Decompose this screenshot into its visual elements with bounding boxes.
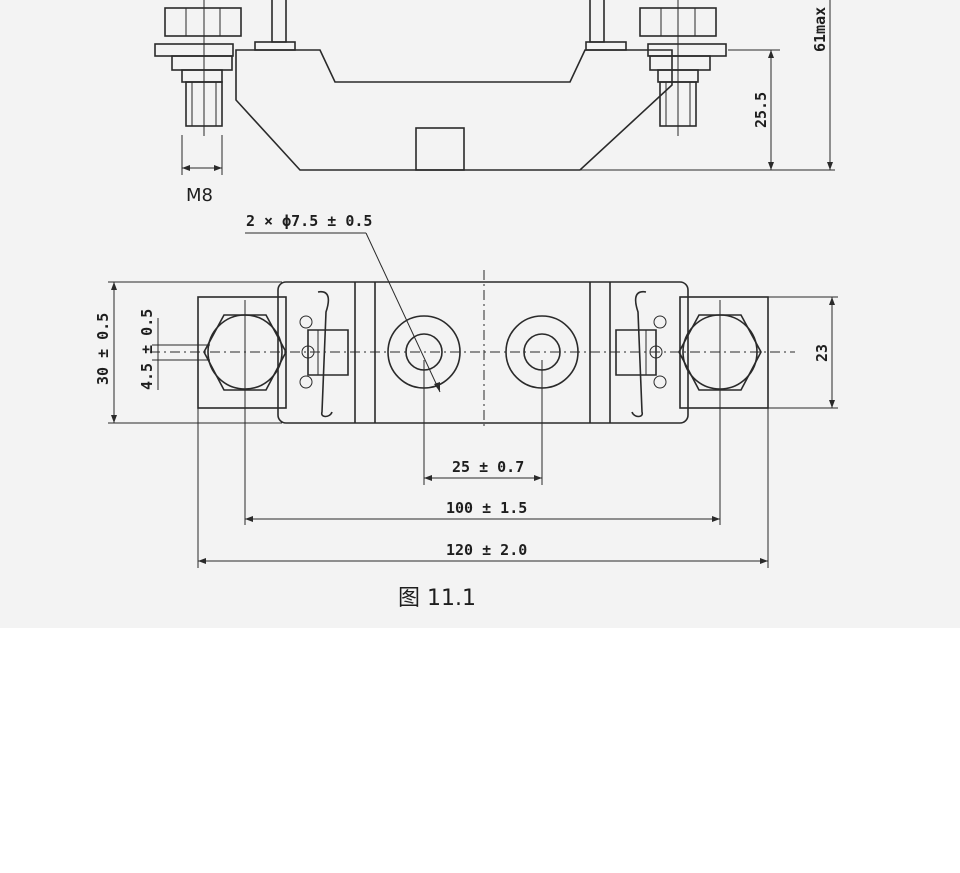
right-clip-side [589, 0, 605, 43]
top-view: 2 × ϕ7.5 ± 0.5 30 ± 0.5 4.5 ± 0.5 [94, 212, 838, 568]
offset-dimension: 4.5 ± 0.5 [138, 309, 210, 390]
offset-label: 4.5 ± 0.5 [138, 309, 156, 390]
right-bolt [639, 0, 727, 136]
left-bolt [154, 0, 242, 136]
span-120-dimension: 120 ± 2.0 [197, 408, 769, 568]
height-dimensions: 25.5 61max [580, 0, 835, 171]
left-hex-nut [203, 300, 287, 405]
right-clip-foot [585, 41, 627, 51]
drawing-area [0, 0, 960, 628]
side-view-tab [415, 127, 465, 171]
height-base-label: 25.5 [752, 92, 770, 128]
span-120-label: 120 ± 2.0 [446, 541, 527, 559]
left-clip-foot [254, 41, 296, 51]
left-clip-side [271, 0, 287, 43]
span-100-dimension: 100 ± 1.5 [244, 390, 721, 525]
width-23-dimension: 23 [768, 296, 838, 409]
right-spring-clip [615, 290, 667, 418]
width-30-dimension: 30 ± 0.5 [94, 281, 282, 424]
pitch-dimension: 25 ± 0.7 [423, 360, 543, 485]
pitch-label: 25 ± 0.7 [452, 458, 524, 476]
figure-caption: 图 11.1 [398, 586, 476, 611]
hole-spec-leader: 2 × ϕ7.5 ± 0.5 [245, 212, 441, 393]
side-view-body [235, 49, 673, 171]
width-23-label: 23 [813, 344, 831, 362]
span-100-label: 100 ± 1.5 [446, 499, 527, 517]
width-30-label: 30 ± 0.5 [94, 313, 112, 385]
thread-label: M8 [186, 185, 213, 206]
top-view-body [277, 281, 689, 424]
left-spring-clip [299, 290, 349, 418]
right-hex-nut [678, 300, 762, 405]
side-view: M8 25.5 61max [154, 0, 835, 206]
m8-dimension: M8 [181, 135, 223, 206]
hole-spec-label: 2 × ϕ7.5 ± 0.5 [246, 212, 372, 230]
height-max-label: 61max [811, 7, 829, 52]
